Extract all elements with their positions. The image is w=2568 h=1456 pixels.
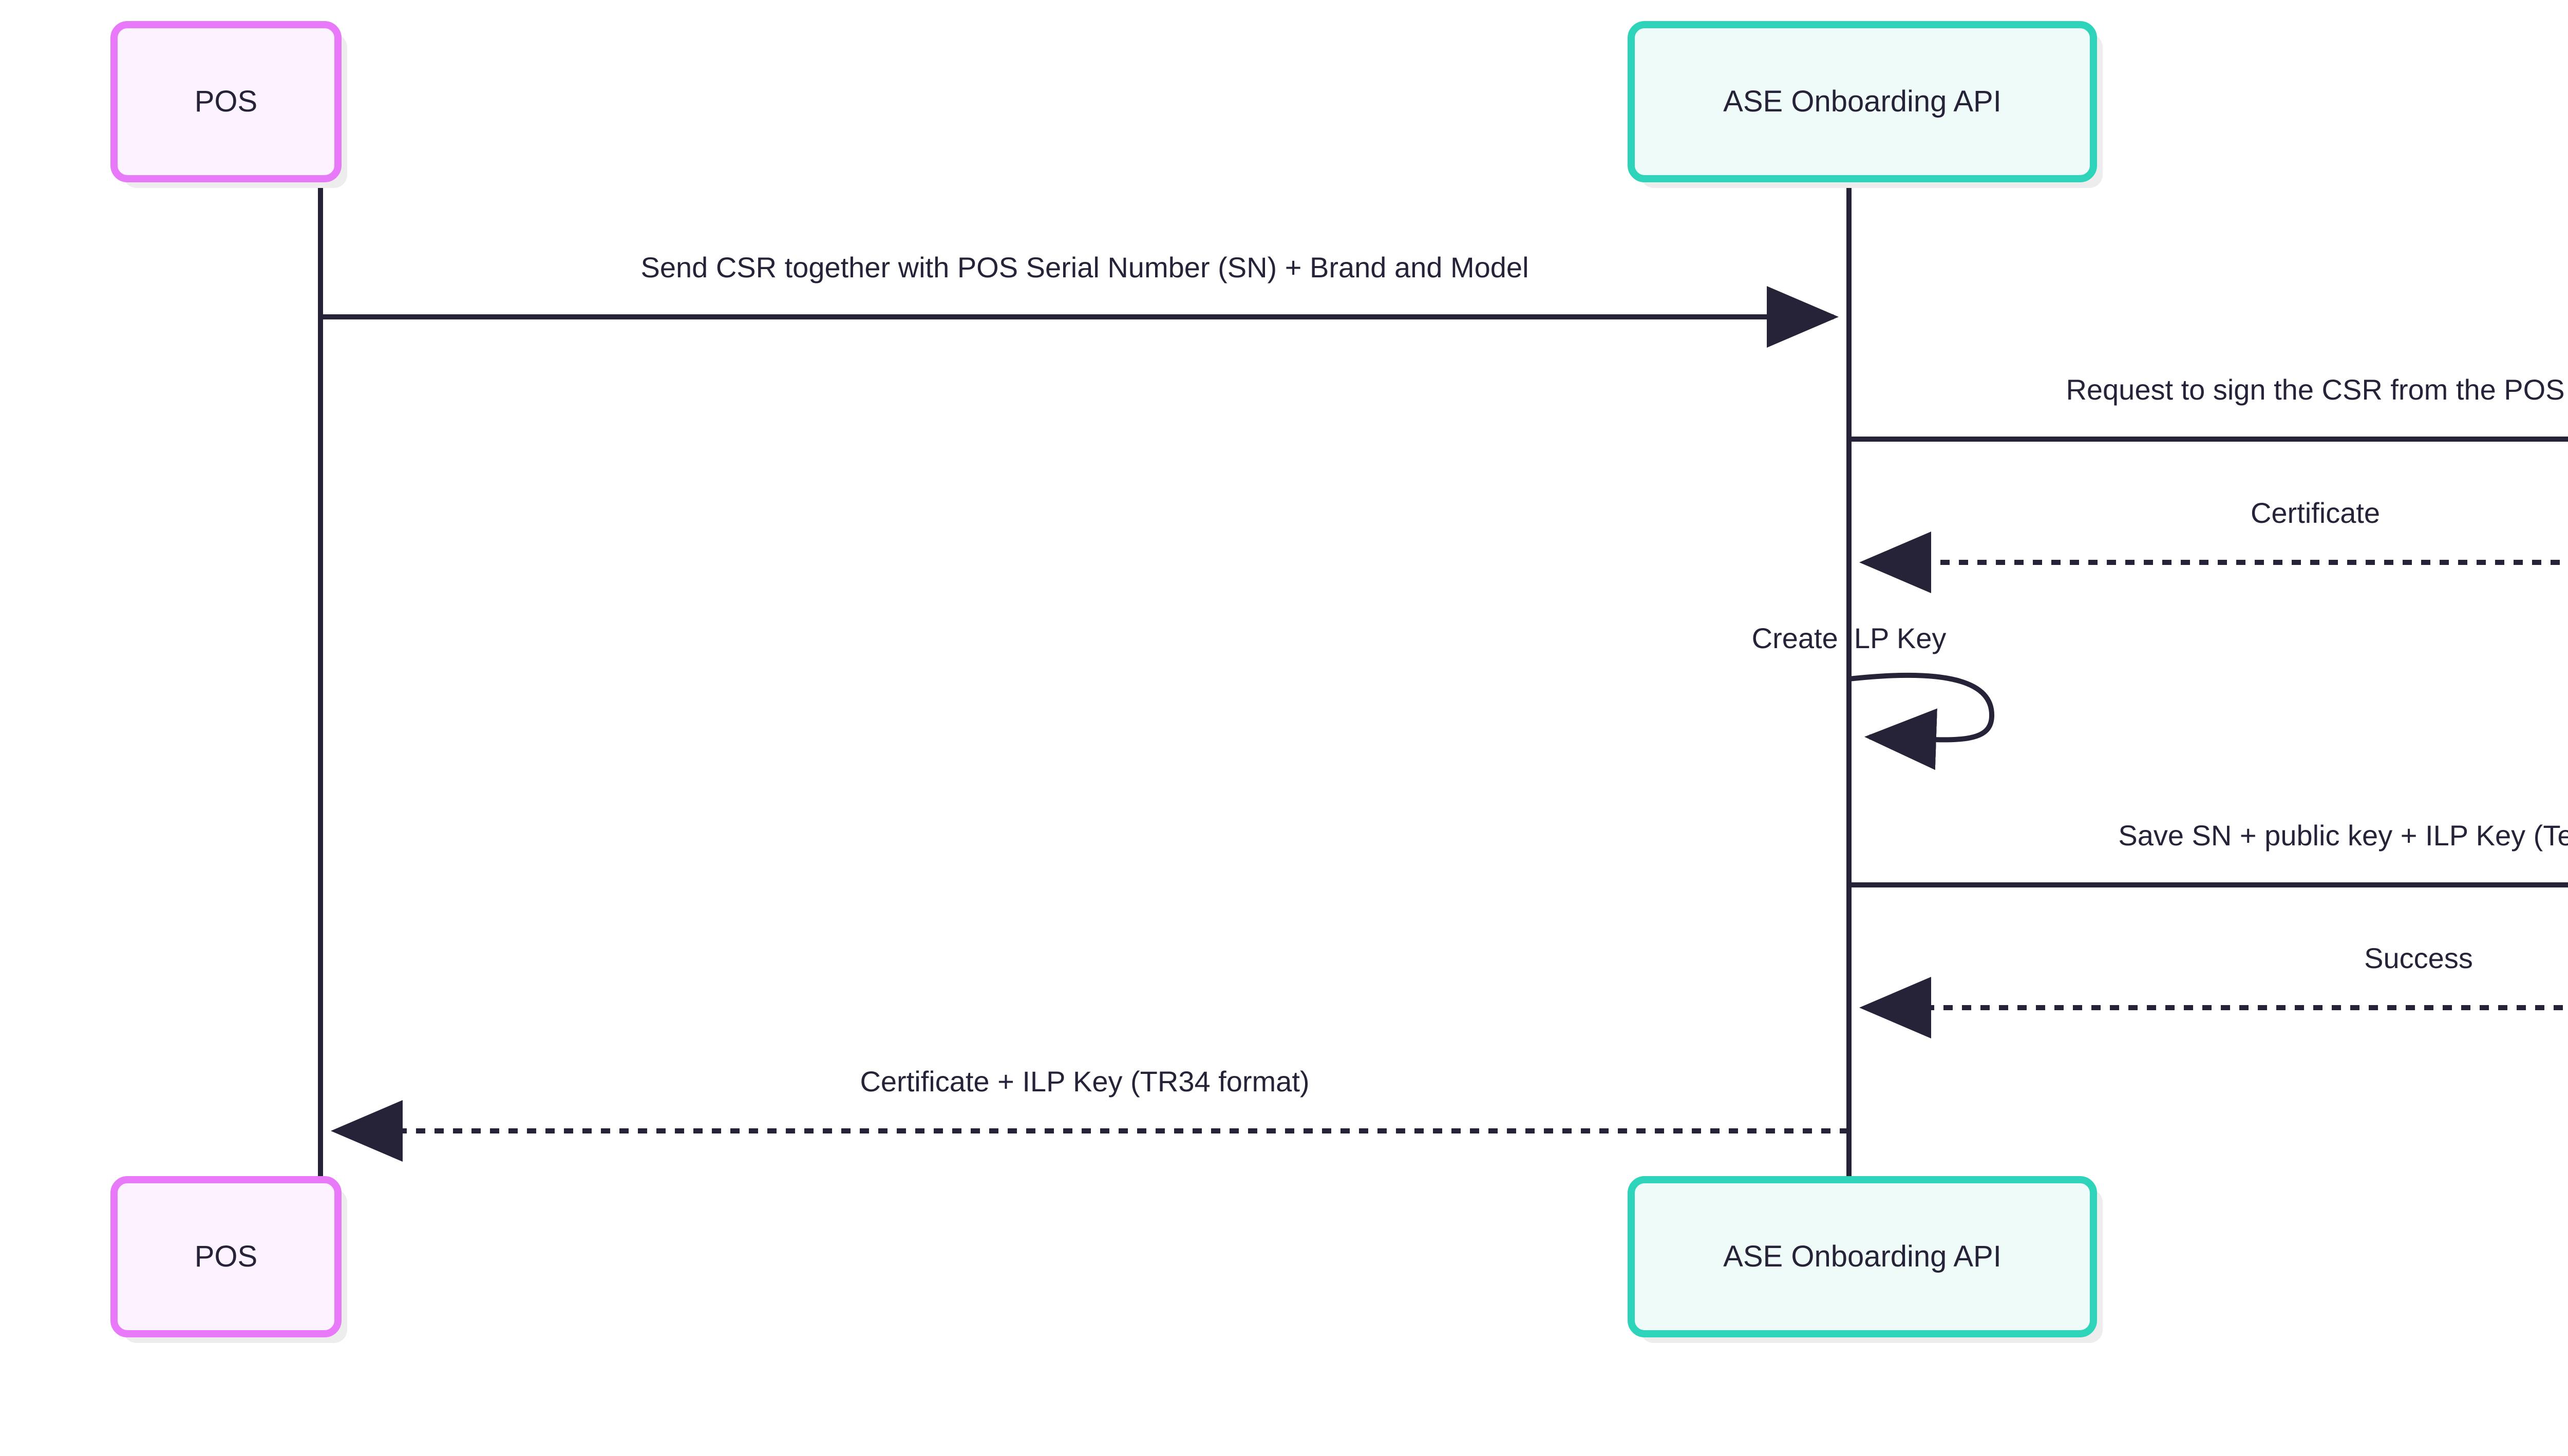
message-3-label: Certificate	[2251, 497, 2380, 529]
participant-box-api-top[interactable]: ASE Onboarding API	[1628, 21, 2103, 188]
message-6-success[interactable]: Success	[1859, 942, 2568, 1038]
message-7-label: Certificate + ILP Key (TR34 format)	[860, 1065, 1309, 1098]
message-4-label: Create ILP Key	[1752, 622, 1947, 654]
message-6-label: Success	[2364, 942, 2473, 974]
participant-label-api-top: ASE Onboarding API	[1723, 85, 2001, 118]
message-2-request-sign-csr[interactable]: Request to sign the CSR from the POS	[1849, 373, 2568, 442]
bottom-participant-boxes: POS ASE Onboarding API ASE CA Database	[110, 1176, 2103, 1343]
message-5-label: Save SN + public key + ILP Key (Terminal…	[2118, 819, 2568, 852]
participant-label-pos-bottom: POS	[195, 1240, 258, 1273]
message-5-save-sn[interactable]: Save SN + public key + ILP Key (Terminal…	[1849, 819, 2568, 887]
participant-label-api-bottom: ASE Onboarding API	[1723, 1240, 2001, 1273]
message-1-label: Send CSR together with POS Serial Number…	[640, 251, 1528, 283]
message-4-self-loop-path	[1848, 672, 1995, 770]
message-3-certificate[interactable]: Certificate	[1859, 497, 2568, 593]
participant-box-api-bottom-rect	[1628, 1176, 2097, 1337]
message-4-create-ilp-key[interactable]: Create ILP Key	[1752, 622, 1995, 770]
message-1-send-csr[interactable]: Send CSR together with POS Serial Number…	[320, 251, 1839, 348]
message-7-certificate-ilp-key[interactable]: Certificate + ILP Key (TR34 format)	[331, 1065, 1849, 1162]
message-2-label: Request to sign the CSR from the POS	[2066, 373, 2564, 406]
participant-label-pos-top: POS	[195, 85, 258, 118]
participant-box-pos-bottom[interactable]: POS	[110, 1176, 347, 1343]
participant-box-pos-bottom-rect	[110, 1176, 342, 1337]
participant-box-pos-top[interactable]: POS	[110, 21, 347, 188]
participant-box-api-top-rect	[1628, 21, 2097, 182]
participant-box-api-bottom[interactable]: ASE Onboarding API	[1628, 1176, 2103, 1343]
participant-box-pos-top-rect	[110, 21, 342, 182]
top-participant-boxes: POS ASE Onboarding API ASE CA Database	[110, 21, 2103, 188]
lifelines-group	[318, 179, 1852, 1204]
